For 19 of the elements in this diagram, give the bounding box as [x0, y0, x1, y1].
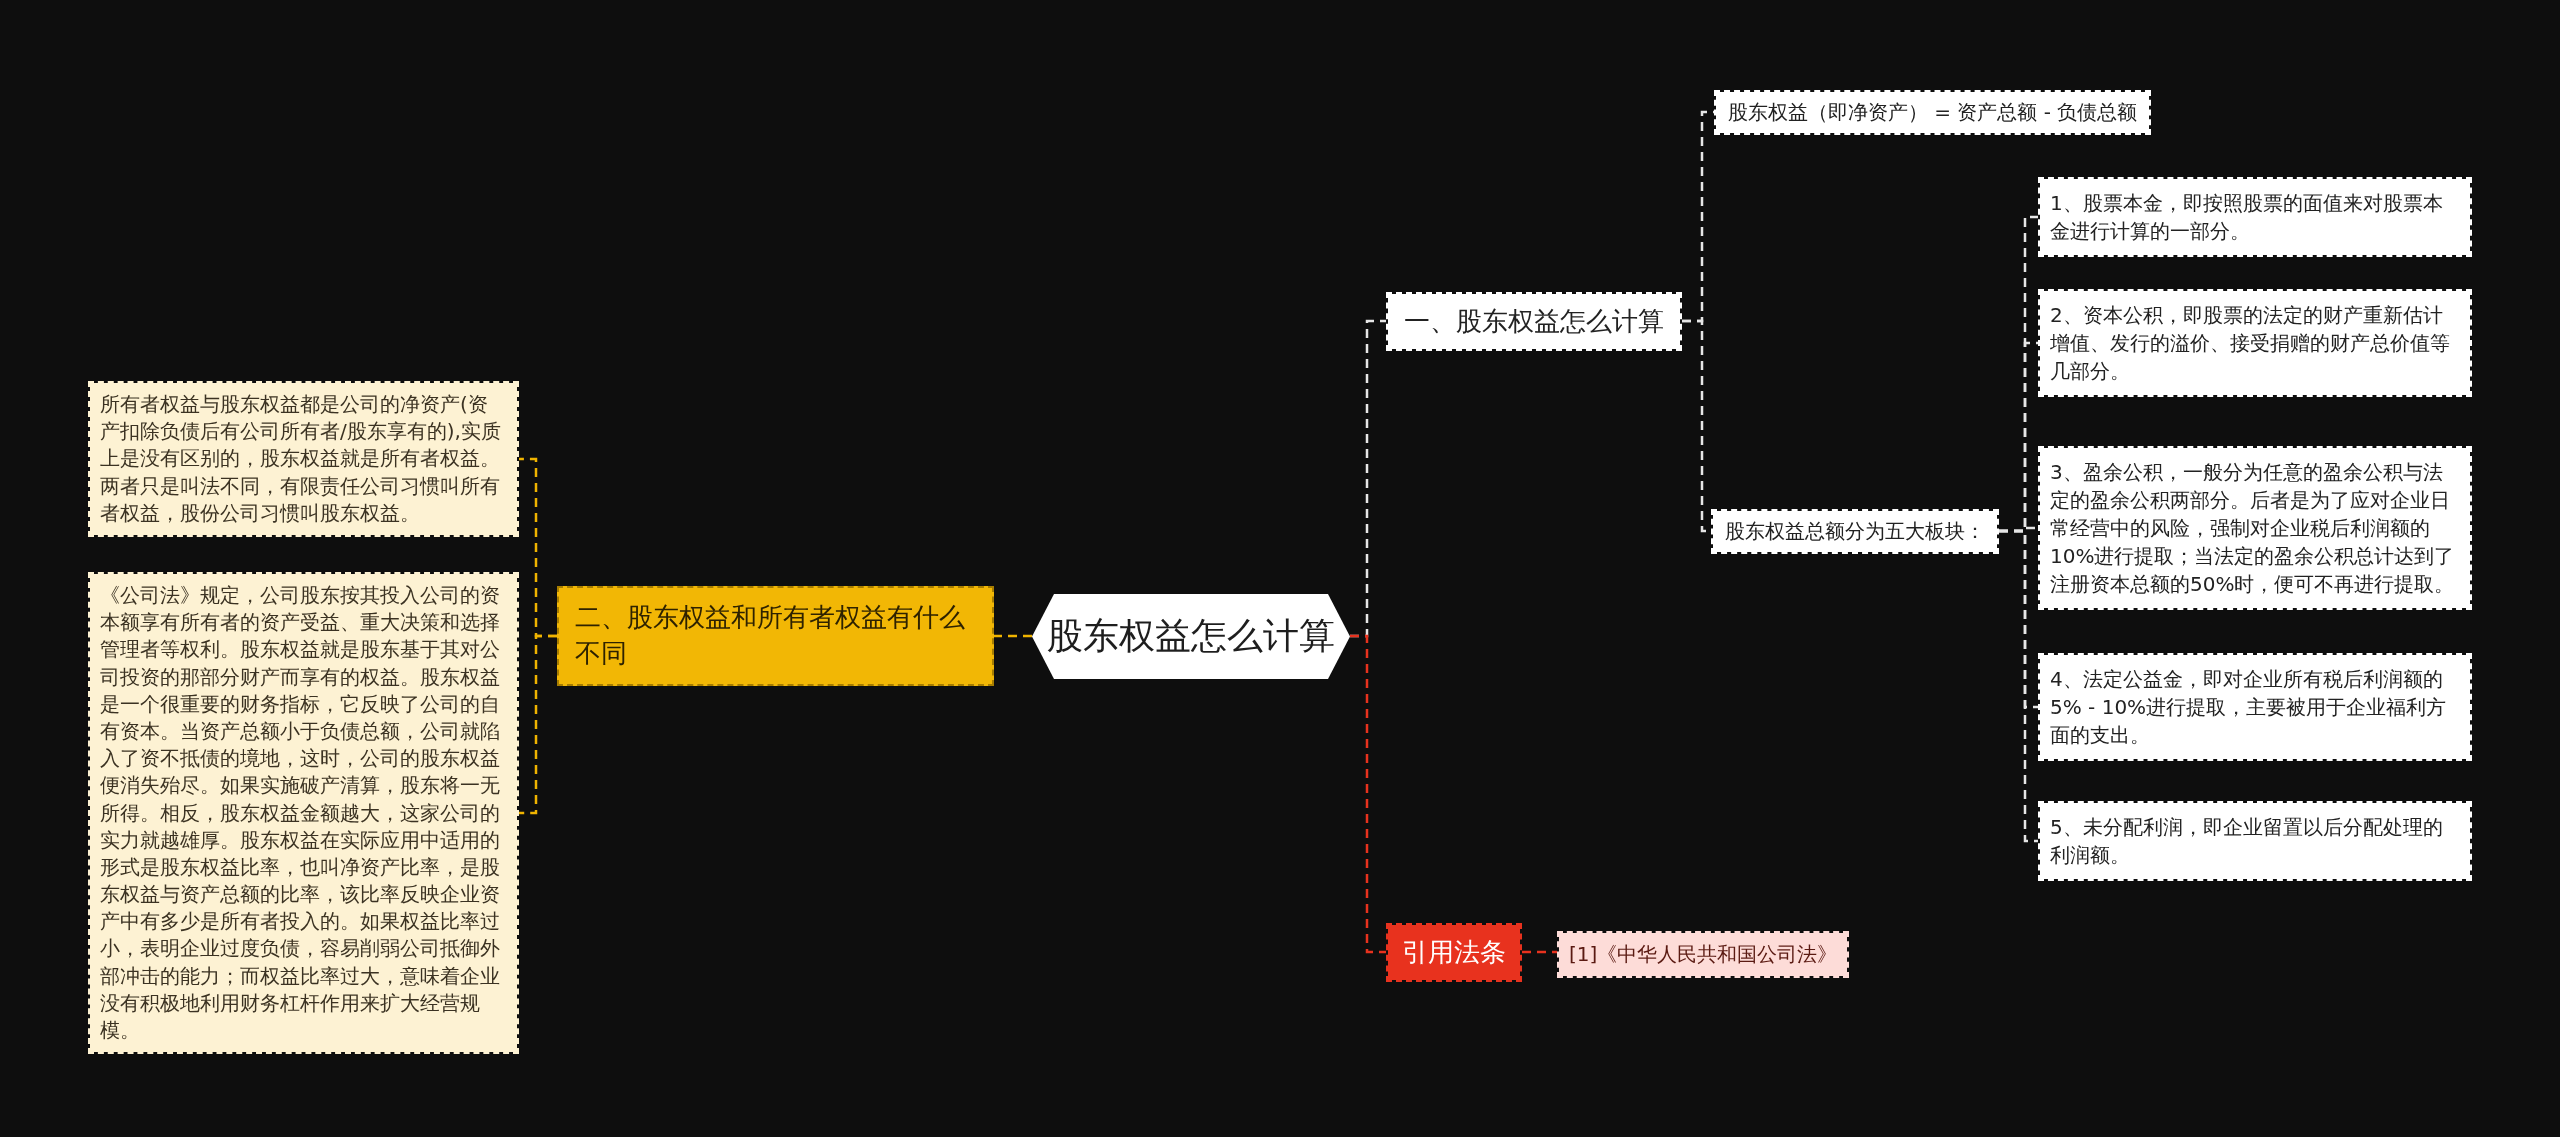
- note-box: 《公司法》规定，公司股东按其投入公司的资本额享有所有者的资产受益、重大决策和选择管理者等权利。股东权益就是股东基于其对公司投资的那部分财产而享有的权益。股东权益是一个很重要的财务指标，它反映了公司的自有资本。当资产总额小于负债总额，公司就陷入了资不抵债的境地，这时，公司的股东权益便消失殆尽。如果实施破产清算，股东将一无所得。相反，股东权益金额越大，这家公司的实力就越雄厚。股东权益在实际应用中适用的形式是股东权益比率，也叫净资产比率，是股东权益与资产总额的比率，该比率反映企业资产中有多少是所有者投入的。如果权益比率过小，表明企业过度负债，容易削弱公司抵御外部冲击的能力；而权益比率过大，意味着企业没有积极地利用财务杠杆作用来扩大经营规模。: [88, 572, 519, 1055]
- central-topic: 股东权益怎么计算: [1032, 593, 1350, 679]
- connector-line: [994, 634, 1032, 638]
- item-box: 2、资本公积，即股票的法定的财产重新估计增值、发行的溢价、接受捐赠的财产总价值等几部分。: [2038, 289, 2472, 397]
- item-box: 1、股票本金，即按照股票的面值来对股票本金进行计算的一部分。: [2038, 177, 2472, 257]
- reference-heading: 引用法条: [1386, 922, 1522, 982]
- connector-line: [519, 634, 557, 815]
- item-box: 3、盈余公积，一般分为任意的盈余公积与法定的盈余公积两部分。后者是为了应对企业日常经营中的风险，强制对企业税后利润额的10%进行提取；当法定的盈余公积总计达到了注册资本总额的50%时，便可不再进行提取。: [2038, 446, 2472, 610]
- note-box: 所有者权益与股东权益都是公司的净资产(资产扣除负债后有公司所有者/股东享有的),实质上是没有区别的，股东权益就是所有者权益。两者只是叫法不同，有限责任公司习惯叫所有者权益，股份公司习惯叫股东权益。: [88, 381, 519, 537]
- subtopic-box: 股东权益（即净资产） = 资产总额 - 负债总额: [1714, 89, 2152, 135]
- connector-line: [1999, 529, 2038, 843]
- reference-box: [1]《中华人民共和国公司法》: [1557, 930, 1850, 978]
- branch-topic: 一、股东权益怎么计算: [1386, 291, 1682, 351]
- connector-line: [1522, 950, 1557, 954]
- item-box: 5、未分配利润，即企业留置以后分配处理的利润额。: [2038, 801, 2472, 881]
- connector-line: [1350, 634, 1386, 954]
- subtopic-box: 股东权益总额分为五大板块：: [1711, 508, 1999, 554]
- branch-topic: 二、股东权益和所有者权益有什么不同: [557, 586, 994, 686]
- item-box: 4、法定公益金，即对企业所有税后利润额的5% - 10%进行提取，主要被用于企业福利方面的支出。: [2038, 653, 2472, 761]
